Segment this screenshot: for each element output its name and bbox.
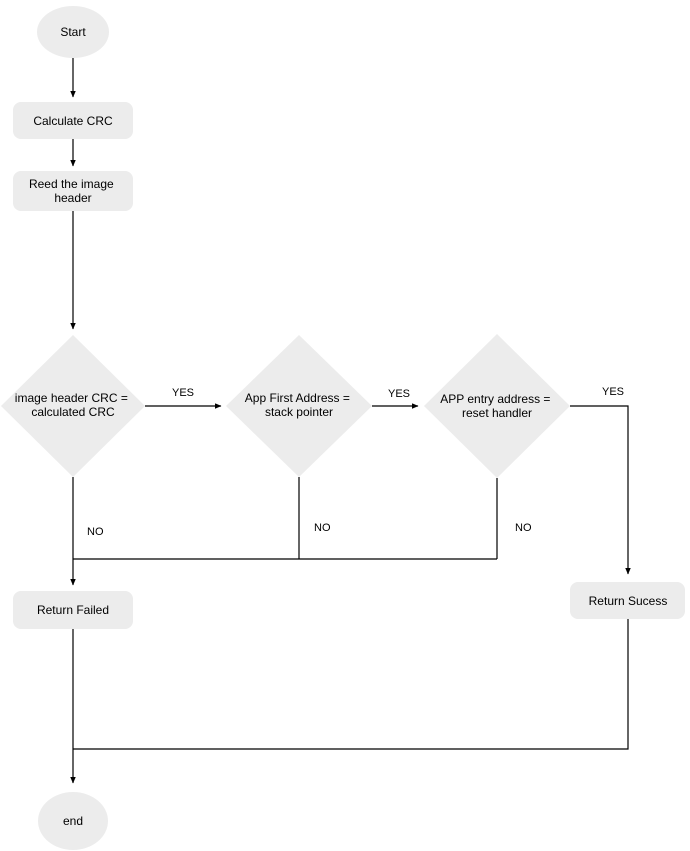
start-label: Start xyxy=(60,25,86,39)
node-check-crc: image header CRC = calculated CRC xyxy=(1,335,145,477)
calculate-crc-label: Calculate CRC xyxy=(33,114,113,128)
end-label: end xyxy=(63,814,83,828)
node-return-failed: Return Failed xyxy=(13,591,133,629)
edge-label-yes-3: YES xyxy=(602,386,624,398)
check-stack-pointer-label: App First Address = stack pointer xyxy=(245,391,353,419)
edge-label-no-1: NO xyxy=(87,526,104,538)
return-success-rect xyxy=(570,582,685,619)
return-success-label: Return Sucess xyxy=(589,594,668,608)
edge-label-yes-1: YES xyxy=(172,387,194,399)
edge-labels: YES YES YES NO NO NO xyxy=(87,386,624,538)
check-reset-handler-diamond xyxy=(424,334,570,478)
read-image-header-label: Reed the image header xyxy=(29,177,117,205)
return-failed-rect xyxy=(13,591,133,629)
node-check-stack-pointer: App First Address = stack pointer xyxy=(226,335,372,477)
node-calculate-crc: Calculate CRC xyxy=(13,102,133,139)
check-reset-handler-label: APP entry address = reset handler xyxy=(440,392,554,420)
calculate-crc-rect xyxy=(13,102,133,139)
check-crc-diamond xyxy=(1,335,145,477)
edge-return-success-to-junction xyxy=(73,619,629,750)
start-ellipse xyxy=(37,6,109,58)
node-end: end xyxy=(38,792,108,850)
edge-yes-check-reset-handler-to-return-success xyxy=(570,405,631,575)
node-read-image-header: Reed the image header xyxy=(13,171,133,211)
edge-label-yes-2: YES xyxy=(388,388,410,400)
node-start: Start xyxy=(37,6,109,58)
node-return-success: Return Sucess xyxy=(570,582,685,619)
node-check-reset-handler: APP entry address = reset handler xyxy=(424,334,570,478)
check-stack-pointer-diamond xyxy=(226,335,372,477)
edge-label-no-3: NO xyxy=(515,522,532,534)
check-crc-label: image header CRC = calculated CRC xyxy=(15,391,131,419)
connectors xyxy=(70,58,631,784)
edge-label-no-2: NO xyxy=(314,522,331,534)
end-ellipse xyxy=(38,792,108,850)
read-image-header-rect xyxy=(13,171,133,211)
return-failed-label: Return Failed xyxy=(37,603,109,617)
